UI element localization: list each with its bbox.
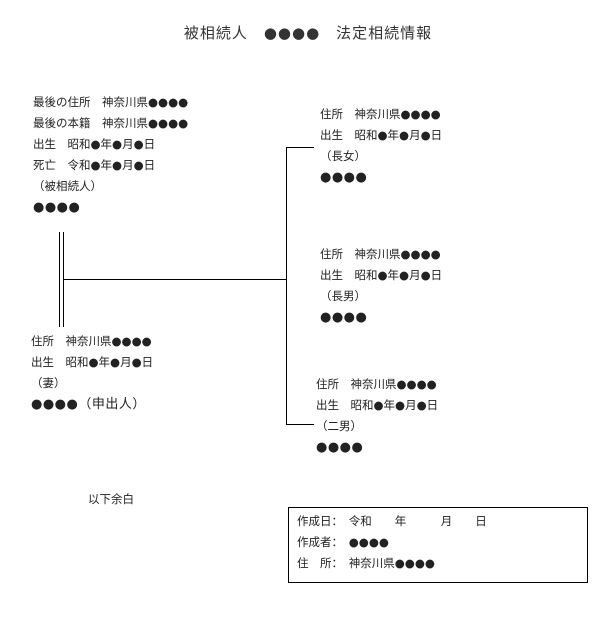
- child-role: （長男）: [320, 289, 366, 303]
- children-branch-line: [286, 147, 287, 425]
- spouse-address: 住所 神奈川県●●●●: [31, 334, 152, 348]
- child-birth: 出生 昭和●年●月●日: [320, 268, 443, 282]
- creation-date: 作成日： 令和 年 月 日: [297, 514, 487, 528]
- document-title: 被相続人 ●●●● 法定相続情報: [183, 24, 433, 42]
- deceased-death: 死亡 令和●年●月●日: [33, 158, 156, 172]
- marriage-line-left: [59, 232, 60, 327]
- child-block-3: 住所 神奈川県●●●● 出生 昭和●年●月●日 （二男） ●●●●: [316, 374, 438, 458]
- spouse-birth: 出生 昭和●年●月●日: [31, 355, 154, 369]
- deceased-last-domicile: 最後の本籍 神奈川県●●●●: [33, 116, 189, 130]
- deceased-birth: 出生 昭和●年●月●日: [33, 137, 156, 151]
- child-role: （二男）: [316, 419, 362, 433]
- child-block-2: 住所 神奈川県●●●● 出生 昭和●年●月●日 （長男） ●●●●: [320, 244, 442, 328]
- child-name: ●●●●: [316, 440, 364, 455]
- deceased-last-address: 最後の住所 神奈川県●●●●: [33, 95, 189, 109]
- child-name: ●●●●: [320, 170, 368, 185]
- creator-box: 作成日： 令和 年 月 日 作成者： ●●●● 住 所： 神奈川県●●●●: [288, 507, 588, 583]
- creator-address: 住 所： 神奈川県●●●●: [297, 556, 435, 570]
- branch-tick-1: [286, 147, 314, 148]
- child-role: （長女）: [320, 149, 366, 163]
- creator-box-content: 作成日： 令和 年 月 日 作成者： ●●●● 住 所： 神奈川県●●●●: [297, 511, 487, 574]
- remarks-text: 以下余白: [88, 492, 134, 506]
- child-block-1: 住所 神奈川県●●●● 出生 昭和●年●月●日 （長女） ●●●●: [320, 104, 442, 188]
- spouse-name: ●●●●（申出人）: [31, 397, 146, 412]
- child-birth: 出生 昭和●年●月●日: [320, 128, 443, 142]
- spouse-block: 住所 神奈川県●●●● 出生 昭和●年●月●日 （妻） ●●●●（申出人）: [31, 331, 153, 415]
- child-birth: 出生 昭和●年●月●日: [316, 398, 439, 412]
- creator-name: 作成者： ●●●●: [297, 535, 389, 549]
- spouse-role: （妻）: [31, 376, 66, 390]
- branch-tick-3: [286, 424, 314, 425]
- deceased-block: 最後の住所 神奈川県●●●● 最後の本籍 神奈川県●●●● 出生 昭和●年●月●…: [33, 92, 188, 218]
- child-address: 住所 神奈川県●●●●: [320, 107, 441, 121]
- child-name: ●●●●: [320, 310, 368, 325]
- child-address: 住所 神奈川県●●●●: [320, 247, 441, 261]
- deceased-role: （被相続人）: [33, 179, 102, 193]
- child-address: 住所 神奈川県●●●●: [316, 377, 437, 391]
- descendant-connector: [63, 279, 286, 280]
- deceased-name: ●●●●: [33, 200, 81, 215]
